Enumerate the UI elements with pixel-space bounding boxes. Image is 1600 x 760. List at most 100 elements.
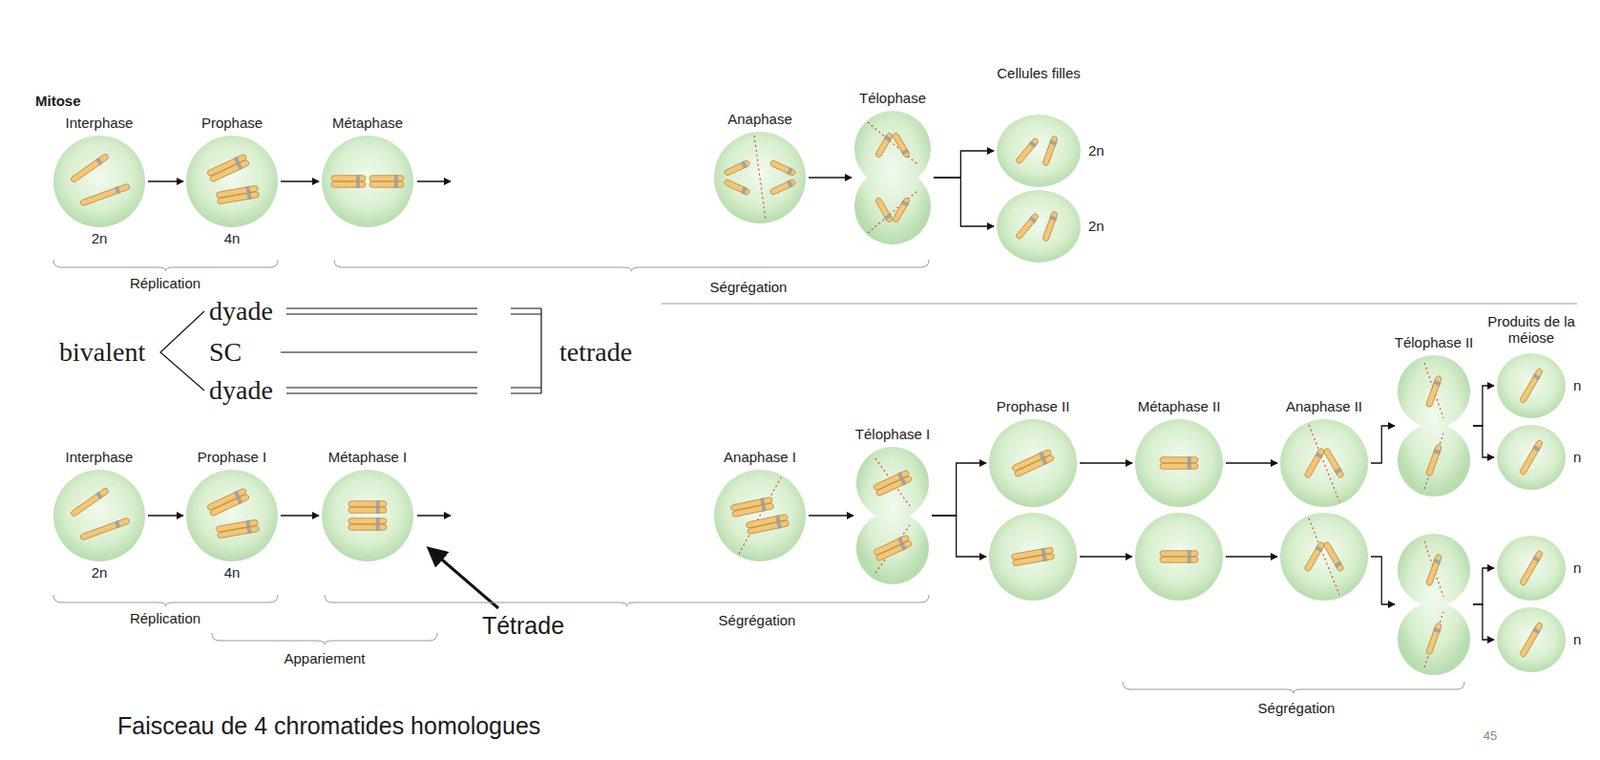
label: Réplication xyxy=(129,610,201,627)
cell: 2n xyxy=(996,114,1081,188)
stage-label: Anaphase xyxy=(727,110,793,127)
cell: Anaphase I xyxy=(714,469,806,562)
centromere xyxy=(740,186,748,194)
centromere xyxy=(1432,558,1441,565)
chromosome xyxy=(769,159,798,178)
stage-label: Interphase xyxy=(65,448,134,465)
arrow xyxy=(933,177,994,227)
tetrad-line xyxy=(510,308,542,310)
chromatid xyxy=(1011,552,1054,567)
arrow xyxy=(280,514,319,516)
chromosome xyxy=(331,174,366,189)
chromosome xyxy=(891,131,911,159)
centromere xyxy=(233,490,244,505)
centromere xyxy=(897,536,907,550)
centromere xyxy=(1532,627,1540,634)
chromatid xyxy=(1014,137,1039,165)
tetrad-line xyxy=(510,393,542,395)
label: Ségrégation xyxy=(710,278,788,295)
label: Produits de la méiose xyxy=(1478,313,1584,346)
chromosome xyxy=(1425,375,1444,409)
chromosome xyxy=(79,182,130,208)
cell-body xyxy=(1280,512,1369,601)
arrow xyxy=(417,180,451,182)
chromatid xyxy=(1425,622,1442,655)
arrow xyxy=(1473,385,1495,426)
label: Mitose xyxy=(35,92,82,109)
cell-shape xyxy=(854,110,931,245)
cell: Télophase xyxy=(854,110,931,245)
label: dyade xyxy=(209,375,274,406)
chromosome xyxy=(1159,549,1199,564)
arrow xyxy=(429,548,499,609)
centromere xyxy=(1187,549,1192,564)
centromere xyxy=(901,147,909,155)
cell: Interphase2n xyxy=(53,469,146,562)
bracket xyxy=(211,632,438,645)
cell-shape xyxy=(321,135,414,228)
centromere xyxy=(1432,627,1441,633)
chromatid xyxy=(874,131,893,158)
chromatid xyxy=(1425,553,1442,587)
chromatid xyxy=(874,196,893,223)
cell-body xyxy=(186,469,278,562)
cell-body xyxy=(53,135,146,228)
spindle-fiber xyxy=(754,135,766,220)
cell: Prophase II xyxy=(989,419,1077,507)
cell-shape xyxy=(856,446,929,585)
chromosome xyxy=(1010,546,1055,567)
chromosome xyxy=(1518,549,1544,587)
centromere xyxy=(114,186,121,194)
stage-label: Prophase I xyxy=(197,448,268,465)
cell-body xyxy=(186,135,278,228)
centromere xyxy=(1187,456,1192,470)
chromatid xyxy=(216,525,259,539)
arrow xyxy=(1370,425,1395,464)
chromatid xyxy=(216,190,259,205)
chromatid xyxy=(348,506,387,513)
chromosome xyxy=(1010,447,1055,478)
sc-line xyxy=(280,352,478,354)
spindle-fiber xyxy=(738,477,781,554)
chromosome xyxy=(730,496,775,519)
centromere xyxy=(1532,555,1540,563)
label: dyade xyxy=(209,295,274,327)
chromosome xyxy=(874,131,894,159)
chromatid xyxy=(1518,439,1543,476)
cell: n xyxy=(1496,353,1566,419)
arrow xyxy=(280,180,319,182)
chromosome xyxy=(1014,211,1040,240)
stage-label: Télophase I xyxy=(855,425,930,443)
cell-shape xyxy=(989,419,1077,507)
chromatid xyxy=(1159,463,1199,469)
label: Réplication xyxy=(129,274,201,292)
centromere xyxy=(740,160,748,169)
chromosome xyxy=(891,196,911,224)
chromosome xyxy=(79,516,130,542)
chromosome xyxy=(1425,622,1444,656)
cell: n xyxy=(1496,607,1566,673)
chromatid xyxy=(1425,443,1442,477)
arrow xyxy=(147,180,184,182)
chromatid xyxy=(1042,210,1059,242)
ploidy-label: n xyxy=(1573,559,1581,576)
label: SC xyxy=(209,336,242,368)
chromosome xyxy=(69,152,110,185)
chromosome xyxy=(723,178,752,197)
chromatid xyxy=(732,503,775,518)
arrow xyxy=(1079,462,1133,464)
centromere xyxy=(1333,467,1342,475)
arrow xyxy=(1473,604,1495,640)
stage-label: Métaphase I xyxy=(328,448,408,465)
dyad-line xyxy=(286,393,478,395)
stage-label: Interphase xyxy=(65,114,134,131)
cell: 2n xyxy=(996,189,1081,263)
bracket xyxy=(53,594,278,607)
chromatid xyxy=(723,159,751,176)
centromere xyxy=(1432,379,1441,386)
cell-shape xyxy=(996,114,1081,188)
chromosome xyxy=(1518,439,1544,476)
centromere xyxy=(356,174,360,189)
dyad-line xyxy=(286,308,478,310)
